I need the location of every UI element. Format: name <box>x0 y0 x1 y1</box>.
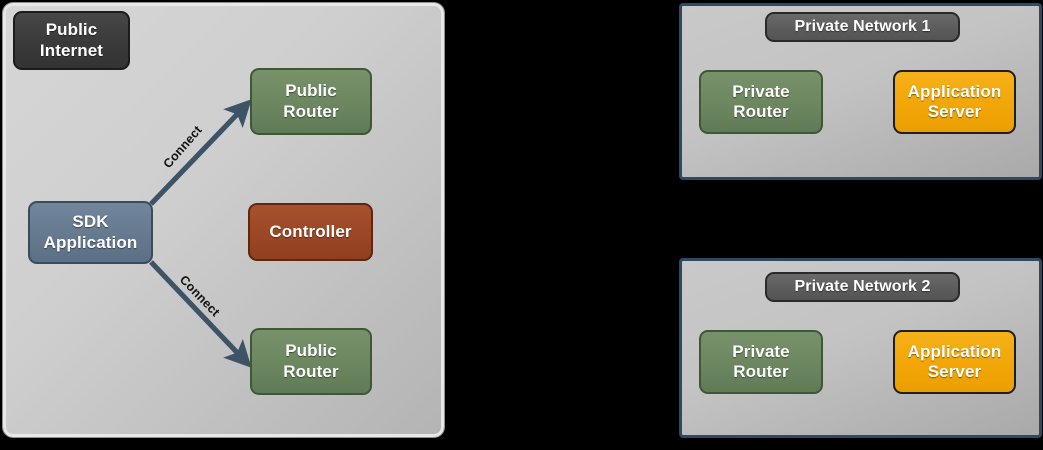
node-controller[interactable]: Controller <box>248 203 373 261</box>
node-private-router-1-line2: Router <box>733 102 789 121</box>
private-network-2-title: Private Network 2 <box>765 272 960 302</box>
private-network-2-title-text: Private Network 2 <box>794 277 931 295</box>
private-network-1-title-text: Private Network 1 <box>794 17 931 35</box>
node-public-router-2[interactable]: Public Router <box>250 328 372 395</box>
public-internet-label: Public Internet <box>13 11 130 70</box>
node-application-server-2[interactable]: Application Server <box>893 330 1016 394</box>
node-public-router-1-line2: Router <box>283 101 339 121</box>
node-private-router-2-line1: Private <box>732 341 790 361</box>
public-internet-label-line2: Internet <box>39 40 104 60</box>
node-application-server-2-line1: Application <box>907 341 1002 361</box>
node-application-server-2-line2: Server <box>927 362 982 381</box>
node-sdk-application-line2: Application <box>43 232 138 252</box>
node-private-router-1[interactable]: Private Router <box>699 70 823 134</box>
node-public-router-2-line1: Public <box>285 341 337 361</box>
node-public-router-1[interactable]: Public Router <box>250 68 372 135</box>
node-application-server-1-line2: Server <box>927 102 982 121</box>
node-sdk-application[interactable]: SDK Application <box>28 201 153 264</box>
private-network-1-title: Private Network 1 <box>765 12 960 42</box>
node-private-router-1-line1: Private <box>732 81 790 101</box>
node-public-router-2-line2: Router <box>283 361 339 381</box>
node-application-server-1-line1: Application <box>907 81 1002 101</box>
public-internet-label-line1: Public <box>45 20 98 40</box>
node-public-router-1-line1: Public <box>285 81 337 101</box>
node-sdk-application-line1: SDK <box>72 212 109 232</box>
node-application-server-1[interactable]: Application Server <box>893 70 1016 134</box>
node-private-router-2[interactable]: Private Router <box>699 330 823 394</box>
node-controller-line1: Controller <box>269 221 352 241</box>
node-private-router-2-line2: Router <box>733 362 789 381</box>
